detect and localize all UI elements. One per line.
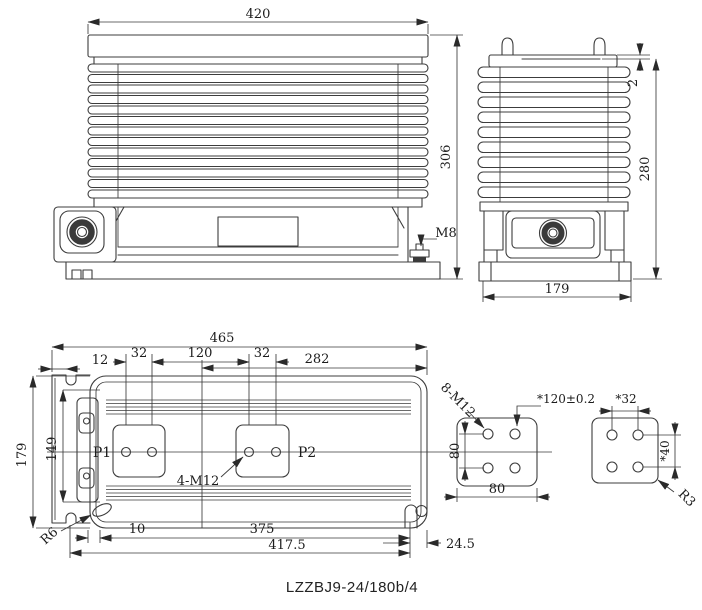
dim-plan-flange: 12 xyxy=(92,353,109,368)
plan-view-dimensions: 465 12 32 120 32 282 179 149 R6 xyxy=(15,331,475,558)
dim-front-height: 306 xyxy=(439,145,454,170)
dim-side-height: 280 xyxy=(638,157,653,182)
dim-pattern1-height: 80 xyxy=(448,443,463,460)
front-terminal xyxy=(53,206,117,263)
pad-p2 xyxy=(235,424,290,478)
dim-span: 120 xyxy=(188,346,213,361)
dim-right-span: 282 xyxy=(305,352,330,367)
drawing-title: LZZBJ9-24/180b/4 xyxy=(286,579,418,596)
m8-stud xyxy=(409,243,430,262)
hole-pattern-1: 8-M12 80 80 xyxy=(437,380,550,502)
dim-plan-inner-height: 149 xyxy=(45,437,60,462)
side-prong-right xyxy=(593,37,606,56)
dim-plan-overall: 465 xyxy=(210,331,235,346)
hole-pattern-2: *120±0.2 *32 *40 R3 xyxy=(513,392,698,510)
dim-p2-pitch: 32 xyxy=(254,346,271,361)
label-m8: M8 xyxy=(435,226,457,241)
corner-hole-right xyxy=(415,504,428,518)
side-view xyxy=(477,37,632,282)
label-r3: R3 xyxy=(675,487,698,510)
pad-p1 xyxy=(112,424,166,478)
corner-notch-right xyxy=(404,504,418,529)
dim-slot-offset: 10 xyxy=(129,522,146,537)
corner-slot-left xyxy=(92,503,112,517)
nameplate xyxy=(217,216,299,247)
dim-pattern-pitch: *120±0.2 xyxy=(537,392,595,406)
front-view-dimensions: 420 306 M8 xyxy=(87,7,463,280)
label-p2: P2 xyxy=(298,445,316,461)
front-view xyxy=(53,34,441,280)
dim-right-edge: 24.5 xyxy=(446,537,475,552)
dim-pattern2-y: *40 xyxy=(658,440,672,461)
dim-side-width: 179 xyxy=(545,282,570,297)
plan-view: P1 P2 xyxy=(47,360,552,529)
dim-plan-height: 179 xyxy=(15,443,30,468)
plan-ribs xyxy=(106,399,411,501)
dim-p1-pitch: 32 xyxy=(131,346,148,361)
dim-pattern2-x: *32 xyxy=(615,392,636,406)
dim-base-span: 417.5 xyxy=(268,538,305,553)
dim-pattern1-width: 80 xyxy=(489,482,506,497)
dim-side-plate: 2 xyxy=(626,79,641,87)
label-4m12: 4-M12 xyxy=(177,474,220,489)
side-terminal xyxy=(505,210,601,259)
dim-slot-span: 375 xyxy=(250,522,275,537)
side-prong-left xyxy=(501,37,514,56)
dim-front-width: 420 xyxy=(246,7,271,22)
side-view-dimensions: 2 280 179 xyxy=(482,43,662,302)
label-p1: P1 xyxy=(93,445,111,461)
